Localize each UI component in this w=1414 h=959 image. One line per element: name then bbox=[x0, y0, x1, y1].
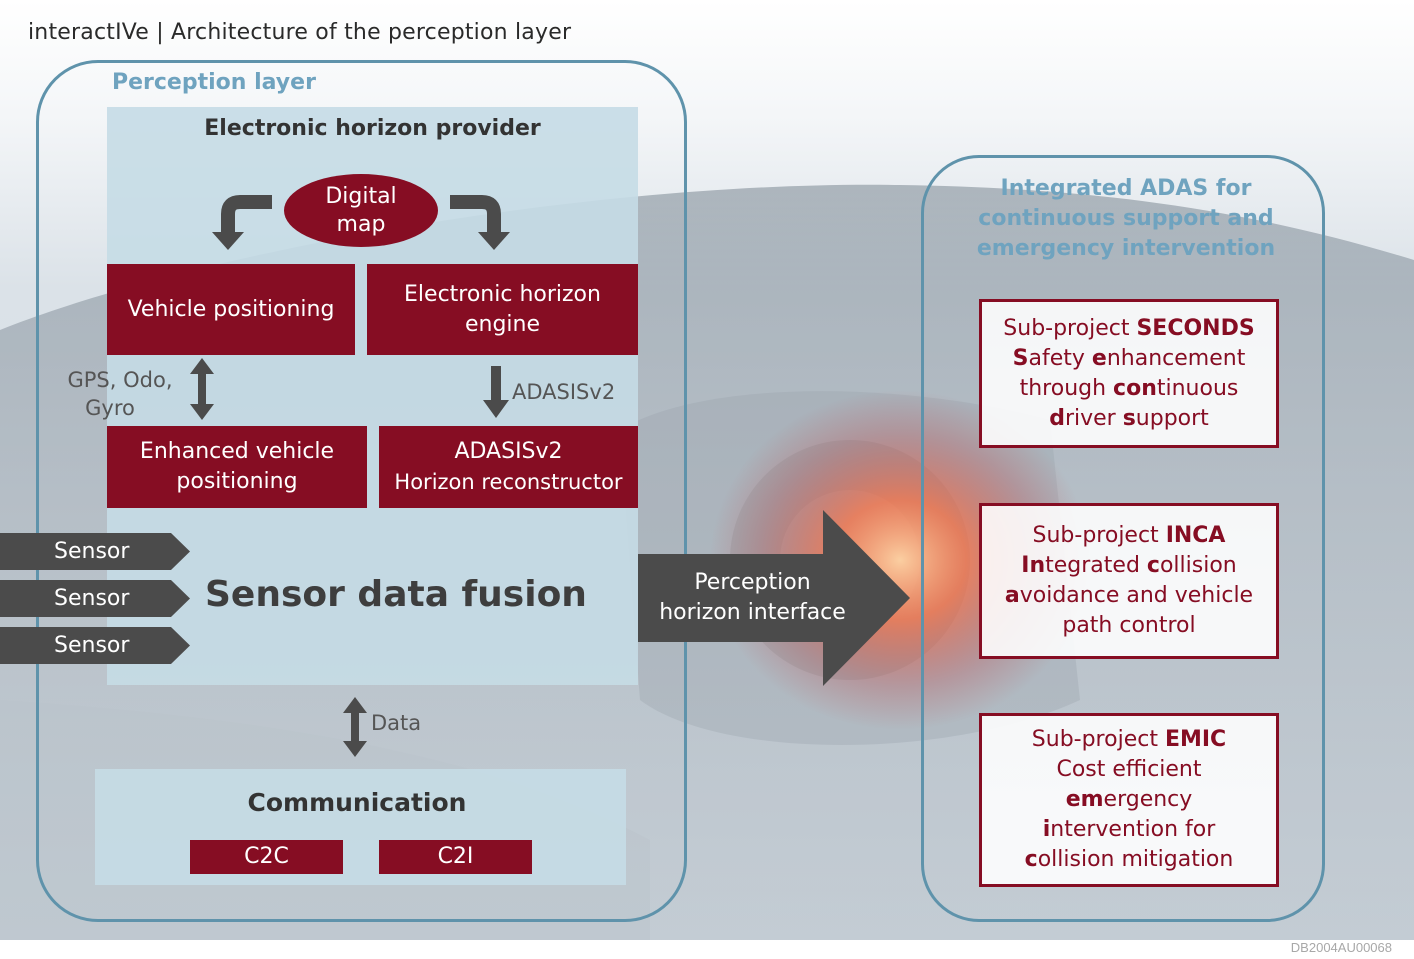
enhanced-line-1: Enhanced vehicle bbox=[139, 439, 335, 464]
perception-horizon-interface-arrow bbox=[638, 510, 910, 686]
sensor-arrow-2: Sensor bbox=[0, 580, 190, 617]
emic-heading: Sub-project EMIC bbox=[1031, 727, 1227, 752]
perception-layer-outline bbox=[36, 60, 687, 922]
document-code: DB2004AU00068 bbox=[1290, 940, 1392, 955]
seconds-heading: Sub-project SECONDS bbox=[1003, 315, 1255, 341]
c2c-box: C2C bbox=[190, 840, 343, 874]
inca-line-2: avoidance and vehicle bbox=[1004, 583, 1254, 608]
interface-line-1: Perception bbox=[694, 570, 811, 595]
integrated-adas-title: Integrated ADAS for continuous support a… bbox=[924, 174, 1328, 264]
eh-engine-line-1: Electronic horizon bbox=[404, 281, 601, 307]
reconstructor-line-1: ADASISv2 bbox=[454, 439, 563, 464]
emic-line-2: emergency bbox=[1065, 787, 1193, 812]
c2i-box: C2I bbox=[379, 840, 532, 874]
sensor-arrow-1: Sensor bbox=[0, 533, 190, 570]
adas-title-line-1: Integrated ADAS for bbox=[1000, 176, 1252, 201]
map-split-arrows bbox=[212, 195, 510, 250]
communication-box bbox=[95, 769, 626, 885]
data-label: Data bbox=[371, 711, 422, 735]
seconds-line-2: through continuous bbox=[1019, 375, 1239, 401]
subproject-seconds: Sub-project SECONDS Safety enhancement t… bbox=[979, 299, 1279, 448]
seconds-line-3: driver support bbox=[1049, 405, 1209, 431]
gps-label-line-1: GPS, Odo, bbox=[67, 368, 173, 392]
adas-title-line-3: emergency intervention bbox=[976, 236, 1276, 261]
adas-title-line-2: continuous support and bbox=[978, 206, 1274, 231]
interface-line-2: horizon interface bbox=[659, 600, 846, 625]
integrated-adas-outline bbox=[921, 155, 1325, 922]
sensor-arrow-3: Sensor bbox=[0, 627, 190, 664]
perception-horizon-interface-label: Perception horizon interface bbox=[640, 554, 865, 642]
emic-line-1: Cost efficient bbox=[1056, 757, 1202, 782]
emic-line-3: intervention for bbox=[1042, 817, 1216, 842]
data-double-arrow bbox=[343, 697, 367, 757]
horizon-reconstructor-box: ADASISv2 Horizon reconstructor bbox=[379, 426, 638, 508]
adasis-down-arrow bbox=[483, 366, 509, 418]
communication-title: Communication bbox=[247, 788, 467, 817]
adasis-label: ADASISv2 bbox=[512, 380, 616, 404]
seconds-line-1: Safety enhancement bbox=[1012, 345, 1246, 371]
left-curved-arrow bbox=[212, 195, 272, 250]
enhanced-line-2: positioning bbox=[176, 469, 298, 494]
digital-map-node: Digital map bbox=[284, 174, 438, 247]
reconstructor-line-2: Horizon reconstructor bbox=[394, 470, 623, 494]
emic-line-4: collision mitigation bbox=[1024, 847, 1234, 872]
vehicle-positioning-box: Vehicle positioning bbox=[107, 264, 355, 355]
subproject-emic: Sub-project EMIC Cost efficient emergenc… bbox=[979, 713, 1279, 887]
inca-heading: Sub-project INCA bbox=[1032, 523, 1226, 548]
gps-odo-gyro-label: GPS, Odo, Gyro bbox=[50, 366, 190, 422]
gps-label-line-2: Gyro bbox=[85, 396, 135, 420]
electronic-horizon-provider-title: Electronic horizon provider bbox=[204, 116, 541, 141]
inca-line-3: path control bbox=[1062, 613, 1196, 638]
page-title: interactIVe | Architecture of the percep… bbox=[28, 20, 572, 45]
electronic-horizon-engine-box: Electronic horizon engine bbox=[367, 264, 638, 355]
perception-layer-label: Perception layer bbox=[112, 70, 316, 95]
eh-engine-line-2: engine bbox=[464, 311, 541, 337]
right-curved-arrow bbox=[450, 195, 510, 250]
positioning-double-arrow bbox=[190, 358, 214, 420]
subproject-inca: Sub-project INCA Integrated collision av… bbox=[979, 503, 1279, 659]
inca-line-1: Integrated collision bbox=[1021, 553, 1237, 578]
digital-map-line-1: Digital bbox=[325, 183, 397, 209]
digital-map-line-2: map bbox=[336, 211, 386, 237]
enhanced-vehicle-positioning-box: Enhanced vehicle positioning bbox=[107, 426, 367, 508]
sensor-data-fusion-label: Sensor data fusion bbox=[205, 574, 587, 615]
